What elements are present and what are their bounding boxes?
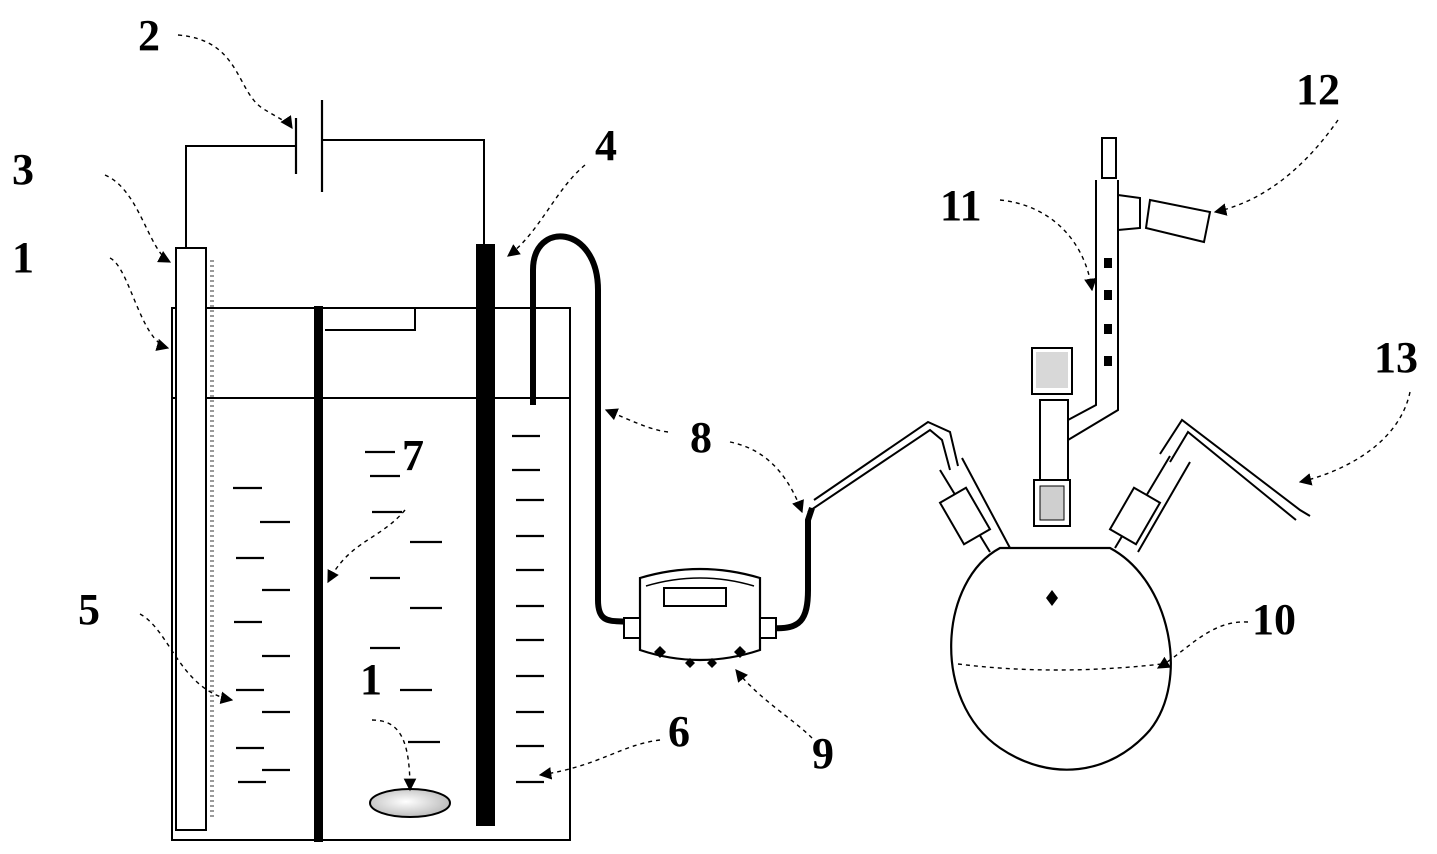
label-11-column: 11: [940, 181, 982, 230]
peristaltic-pump: [623, 567, 777, 668]
label-1-tank: 1: [12, 233, 34, 282]
sample-piece: [369, 788, 451, 818]
reference-electrode-tube: [175, 247, 207, 831]
three-neck-flask: [938, 137, 1311, 771]
liquid-hatch-right: [512, 434, 544, 784]
tank-wall: [171, 307, 571, 841]
tubing: [530, 233, 959, 632]
tank-rim: [172, 307, 570, 331]
column-packing: [1104, 258, 1112, 366]
counter-electrode: [476, 244, 495, 826]
label-9-pump: 9: [812, 729, 834, 778]
liquid-hatch-middle: [365, 450, 442, 744]
label-1-sample: 1: [360, 655, 382, 704]
separator-membrane: [314, 306, 323, 842]
callout-labels: 1 2 3 4 5 6 7 8 9 10 11 12 13 1: [12, 11, 1418, 778]
pump-display: [663, 587, 727, 607]
label-5-solution: 5: [78, 585, 100, 634]
label-12-sidearm: 12: [1296, 65, 1340, 114]
dc-power-circuit: [185, 100, 485, 248]
label-13-outlet: 13: [1374, 333, 1418, 382]
label-3-tube: 3: [12, 145, 34, 194]
label-10-flask: 10: [1252, 595, 1296, 644]
electrolytic-tank: [171, 244, 571, 842]
label-2-power: 2: [138, 11, 160, 60]
liquid-hatch-left: [233, 486, 290, 784]
label-8-tubing: 8: [690, 413, 712, 462]
label-7-membrane: 7: [402, 431, 424, 480]
label-6-compartment: 6: [668, 707, 690, 756]
label-4-electrode: 4: [595, 121, 617, 170]
leader-lines: [104, 34, 1411, 792]
